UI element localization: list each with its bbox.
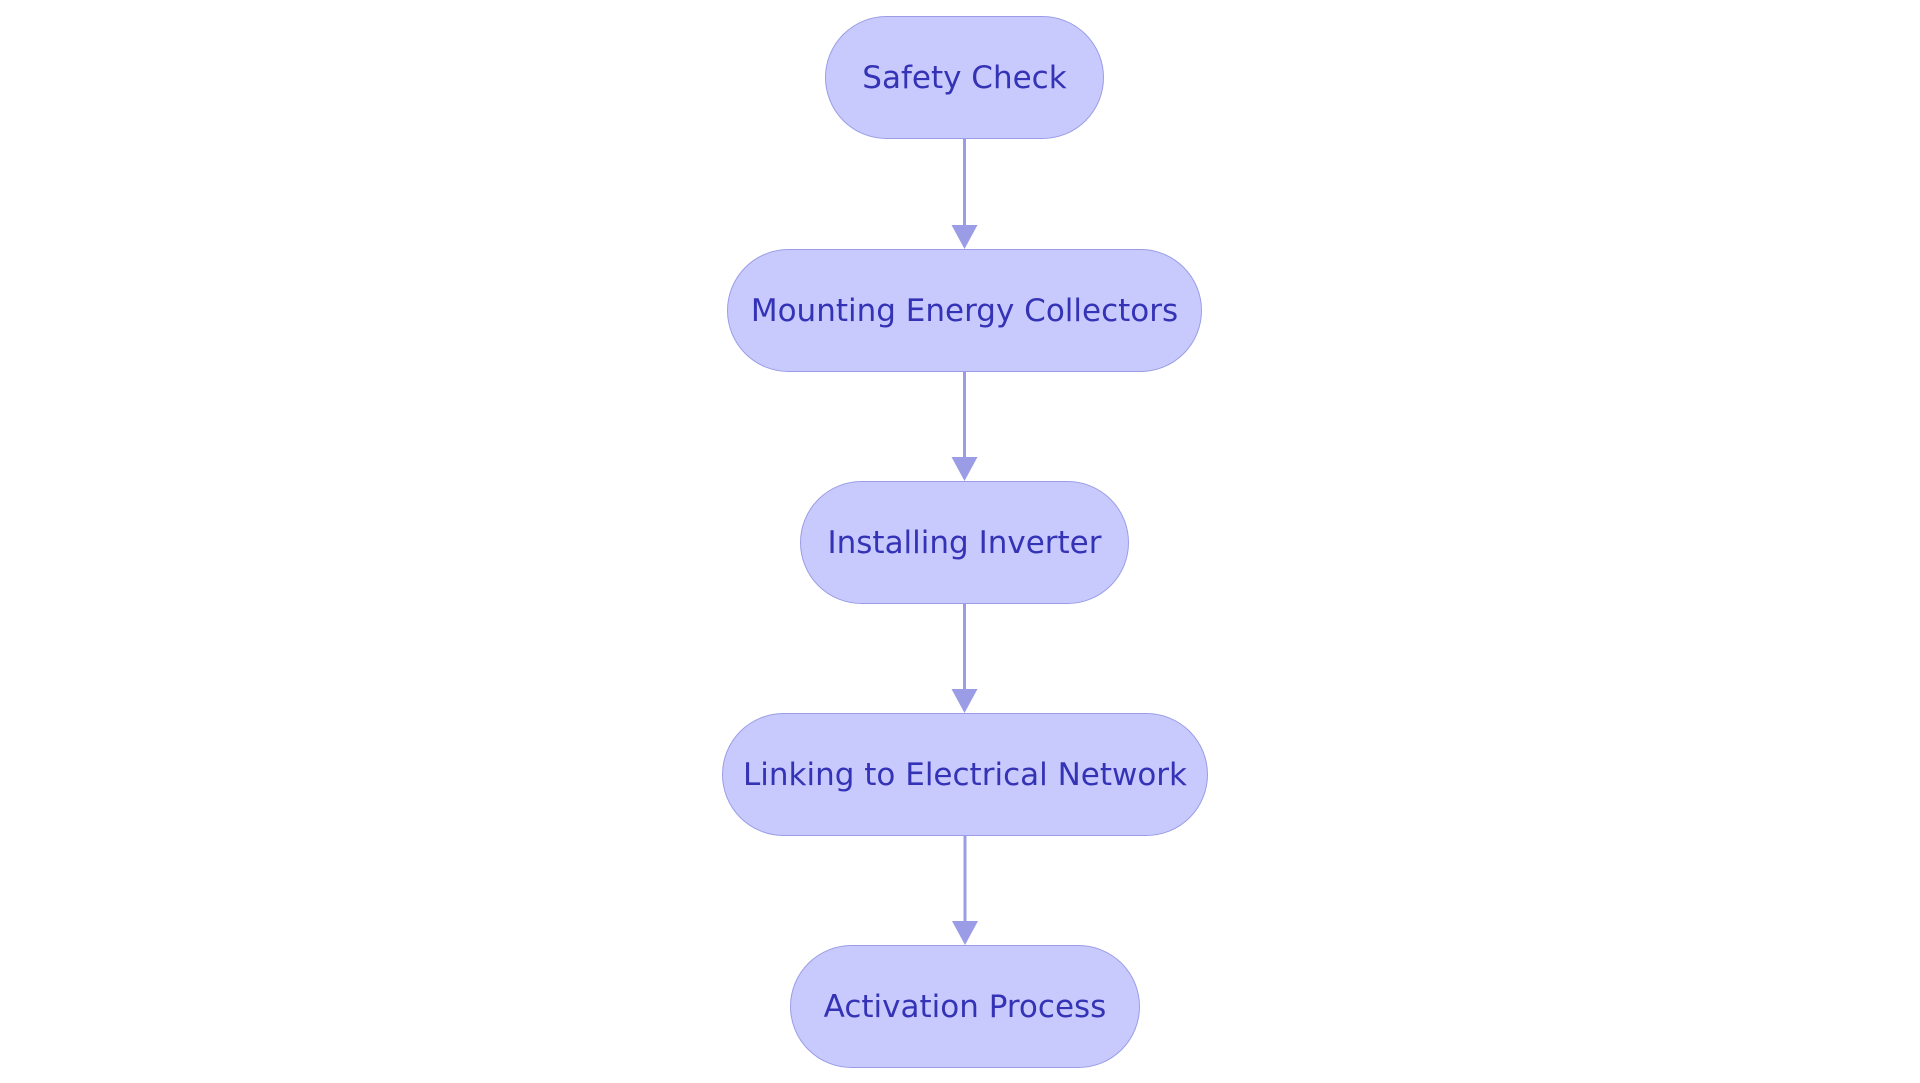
edge-arrow — [952, 836, 978, 945]
node-safety-check: Safety Check — [825, 16, 1104, 139]
node-linking-to-electrical-network: Linking to Electrical Network — [722, 713, 1208, 836]
node-label: Installing Inverter — [827, 524, 1102, 561]
node-label: Linking to Electrical Network — [742, 756, 1188, 793]
node-label: Activation Process — [823, 988, 1107, 1025]
edge-arrowhead — [951, 457, 978, 481]
node-label: Mounting Energy Collectors — [750, 292, 1179, 329]
edge-arrowhead — [952, 921, 978, 945]
node-activation-process: Activation Process — [790, 945, 1140, 1068]
edge-arrow — [951, 139, 978, 249]
edge-arrow — [951, 372, 978, 481]
edge-arrow — [951, 604, 978, 713]
node-mounting-energy-collectors: Mounting Energy Collectors — [727, 249, 1202, 372]
node-installing-inverter: Installing Inverter — [800, 481, 1129, 604]
node-label: Safety Check — [862, 59, 1067, 96]
edge-arrowhead — [951, 689, 978, 713]
edge-arrowhead — [951, 225, 978, 249]
